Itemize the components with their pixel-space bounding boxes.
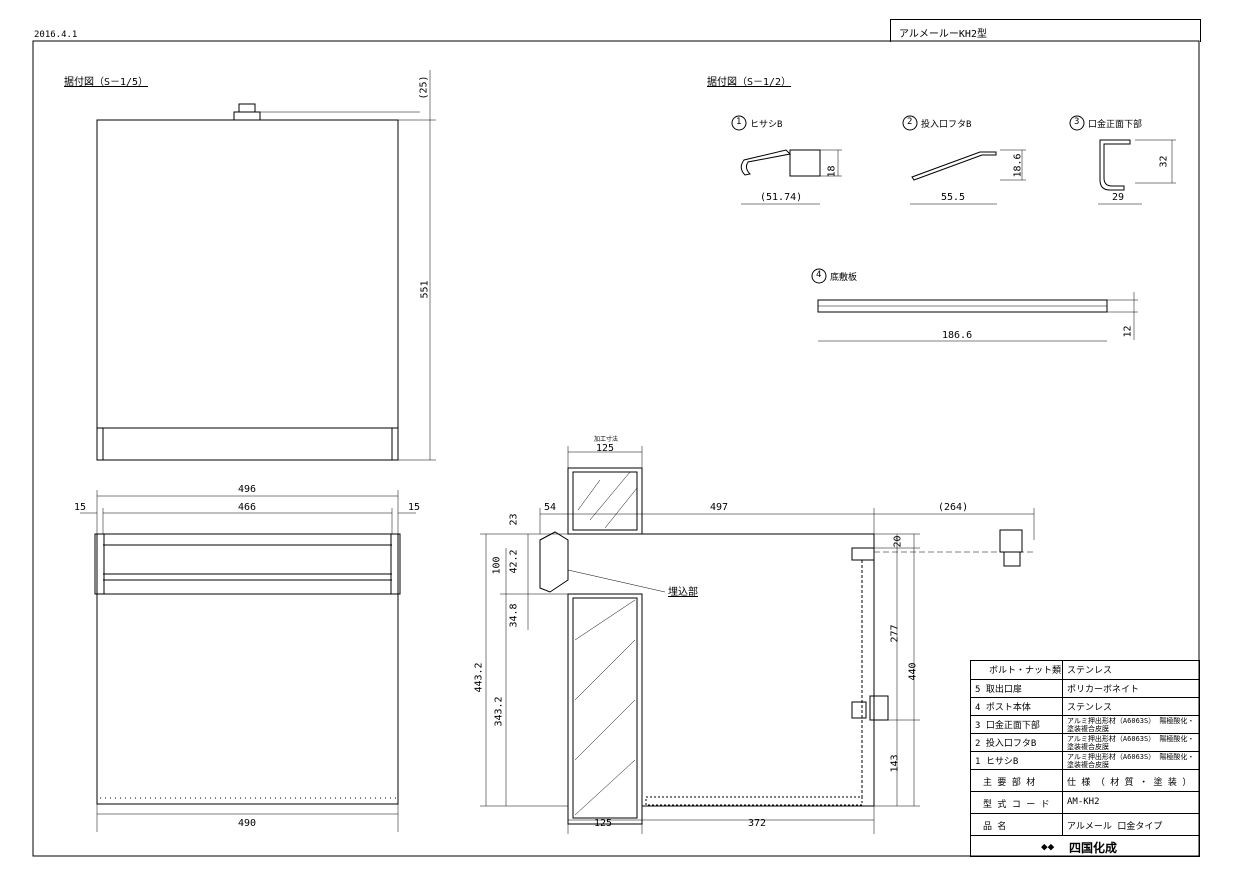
detail-4-num: 4 bbox=[816, 270, 822, 280]
code-value: AM-KH2 bbox=[1067, 797, 1100, 807]
detail-3-num: 3 bbox=[1074, 117, 1080, 127]
detail-1-label: ヒサシB bbox=[750, 120, 783, 130]
name-label: 品 名 bbox=[983, 822, 1007, 832]
detail-1-visor bbox=[731, 115, 842, 205]
title-block-divider bbox=[1062, 661, 1063, 813]
header-part: 主 要 部 材 bbox=[983, 778, 1036, 788]
detail-4-base-plate bbox=[811, 268, 1138, 342]
parts-row: 5 取出口扉 ポリカーボネイト bbox=[971, 679, 1199, 698]
detail-4-w: 186.6 bbox=[942, 330, 973, 341]
detail-4-h: 12 bbox=[1122, 325, 1134, 338]
front-view bbox=[96, 70, 436, 461]
row-spec: ポリカーボネイト bbox=[1067, 685, 1140, 695]
row-spec: アルミ押出形材（A6063S） 陽極酸化・塗装複合皮膜 bbox=[1067, 735, 1195, 751]
dim-264: (264) bbox=[938, 502, 969, 513]
row-spec: アルミ押出形材（A6063S） 陽極酸化・塗装複合皮膜 bbox=[1067, 753, 1195, 769]
name-divider bbox=[1062, 814, 1063, 836]
dim-front-top: (25) bbox=[418, 75, 430, 100]
dim-372: 372 bbox=[748, 818, 767, 829]
row-part: 2 投入口フタB bbox=[975, 739, 1037, 749]
name-value: アルメール 口金タイプ bbox=[1067, 822, 1163, 832]
parts-row: 4 ポスト本体 ステンレス bbox=[971, 697, 1199, 716]
row-spec: アルミ押出形材（A6063S） 陽極酸化・塗装複合皮膜 bbox=[1067, 717, 1195, 733]
drawing-border bbox=[32, 40, 1200, 857]
plan-view bbox=[80, 490, 416, 832]
detail-1-h: 18 bbox=[826, 165, 838, 178]
dim-15-left: 15 bbox=[74, 502, 87, 513]
dim-20: 20 bbox=[892, 535, 904, 548]
detail-4-label: 底敷板 bbox=[830, 273, 858, 283]
detail-2-w: 55.5 bbox=[941, 192, 966, 203]
parts-row: 3 口金正面下部 アルミ押出形材（A6063S） 陽極酸化・塗装複合皮膜 bbox=[971, 715, 1199, 734]
company-logo-icon: ◆◆ bbox=[1041, 840, 1055, 853]
row-part: 4 ポスト本体 bbox=[975, 703, 1031, 713]
name-row: 品 名 アルメール 口金タイプ bbox=[971, 813, 1199, 836]
title-block: ボルト・ナット類 ステンレス 5 取出口扉 ポリカーボネイト 4 ポスト本体 ス… bbox=[970, 660, 1200, 857]
dim-23: 23 bbox=[508, 513, 520, 526]
detail-1-num: 1 bbox=[736, 117, 742, 127]
dim-42: 42.2 bbox=[508, 549, 520, 574]
dim-54: 54 bbox=[544, 502, 557, 513]
detail-2-lid bbox=[902, 115, 1026, 205]
dim-125-top: 125 bbox=[596, 443, 615, 454]
dim-125-bottom: 125 bbox=[594, 818, 613, 829]
row-spec: ステンレス bbox=[1067, 703, 1113, 713]
detail-2-num: 2 bbox=[907, 117, 913, 127]
dim-15-right: 15 bbox=[408, 502, 421, 513]
title-box: アルメールーKH2型 bbox=[890, 19, 1201, 42]
row-part: ボルト・ナット類 bbox=[989, 666, 1062, 676]
dim-497: 497 bbox=[710, 502, 729, 513]
dim-443: 443.2 bbox=[473, 662, 485, 693]
parts-row: 2 投入口フタB アルミ押出形材（A6063S） 陽極酸化・塗装複合皮膜 bbox=[971, 733, 1199, 752]
code-label: 型 式 コ ー ド bbox=[983, 800, 1050, 810]
dim-front-height: 551 bbox=[419, 280, 431, 299]
dim-143: 143 bbox=[889, 754, 901, 773]
wall-note: 加工寸法 bbox=[594, 436, 619, 443]
dim-100: 100 bbox=[491, 556, 503, 575]
code-row: 型 式 コ ー ド AM-KH2 bbox=[971, 791, 1199, 814]
row-part: 5 取出口扉 bbox=[975, 685, 1022, 695]
model-title: アルメールーKH2型 bbox=[899, 29, 987, 40]
detail-3-mouth bbox=[1069, 115, 1176, 205]
header-spec: 仕 様 （ 材 質 ・ 塗 装 ） bbox=[1067, 778, 1192, 788]
dim-34: 34.8 bbox=[508, 603, 520, 628]
dim-490: 490 bbox=[238, 818, 257, 829]
company-row: ◆◆ 四国化成 bbox=[971, 835, 1199, 856]
parts-row: ボルト・ナット類 ステンレス bbox=[971, 661, 1199, 679]
lock-cylinder bbox=[233, 111, 261, 121]
dim-496: 496 bbox=[238, 484, 257, 495]
dim-343: 343.2 bbox=[493, 696, 505, 727]
detail-2-h: 18.6 bbox=[1012, 153, 1024, 178]
detail-3-h: 32 bbox=[1158, 155, 1170, 168]
right-view-title: 据付図（S－1/2） bbox=[707, 77, 792, 88]
detail-1-w: (51.74) bbox=[760, 192, 803, 203]
detail-2-label: 投入口フタB bbox=[921, 120, 972, 130]
row-spec: ステンレス bbox=[1067, 666, 1113, 676]
company-name: 四国化成 bbox=[1069, 841, 1118, 855]
row-part: 1 ヒサシB bbox=[975, 757, 1019, 767]
dim-277: 277 bbox=[889, 624, 901, 643]
header-row: 主 要 部 材 仕 様 （ 材 質 ・ 塗 装 ） bbox=[971, 769, 1199, 792]
embed-note: 埋込部 bbox=[668, 587, 698, 598]
drawing-date: 2016.4.1 bbox=[34, 30, 78, 40]
dim-466: 466 bbox=[238, 502, 257, 513]
detail-3-label: 口金正面下部 bbox=[1088, 120, 1143, 130]
left-view-title: 据付図（S－1/5） bbox=[64, 77, 149, 88]
parts-row: 1 ヒサシB アルミ押出形材（A6063S） 陽極酸化・塗装複合皮膜 bbox=[971, 751, 1199, 770]
row-part: 3 口金正面下部 bbox=[975, 721, 1040, 731]
section-view bbox=[480, 446, 1035, 834]
dim-440: 440 bbox=[907, 662, 919, 681]
detail-3-w: 29 bbox=[1112, 192, 1125, 203]
